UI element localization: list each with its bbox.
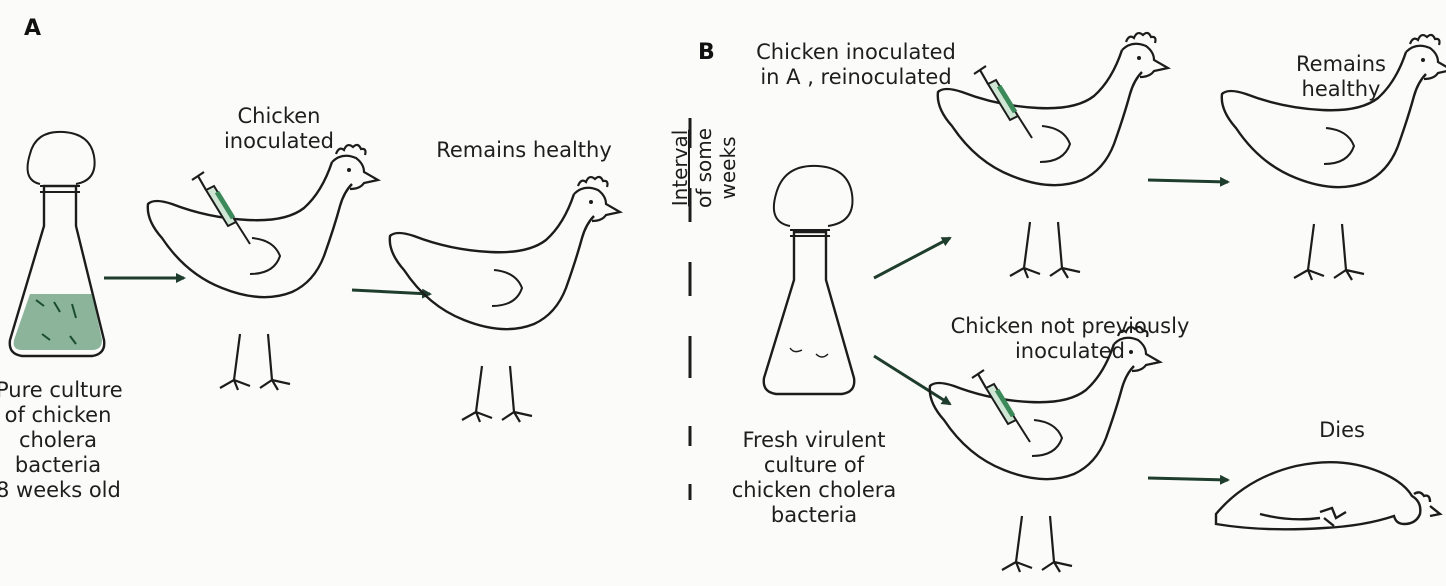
arrow-b2 bbox=[1148, 478, 1228, 480]
chicken-a-inoculated bbox=[148, 145, 378, 390]
chicken-b-reinoculated bbox=[938, 33, 1168, 278]
arrow-b-up bbox=[874, 238, 950, 278]
chicken-b-healthy bbox=[1222, 35, 1446, 280]
syringe-icon-b2 bbox=[972, 370, 1030, 442]
syringe-icon-a bbox=[192, 172, 250, 244]
chicken-a-healthy bbox=[390, 177, 620, 422]
arrow-b1 bbox=[1148, 180, 1228, 182]
chicken-dead bbox=[1216, 462, 1440, 529]
arrow-a2 bbox=[352, 290, 430, 294]
culture-flask-b bbox=[764, 166, 855, 394]
syringe-icon-b1 bbox=[974, 66, 1032, 138]
arrow-b-down bbox=[874, 356, 950, 404]
chicken-b-not-previously bbox=[930, 327, 1160, 572]
culture-flask-a bbox=[10, 132, 105, 356]
